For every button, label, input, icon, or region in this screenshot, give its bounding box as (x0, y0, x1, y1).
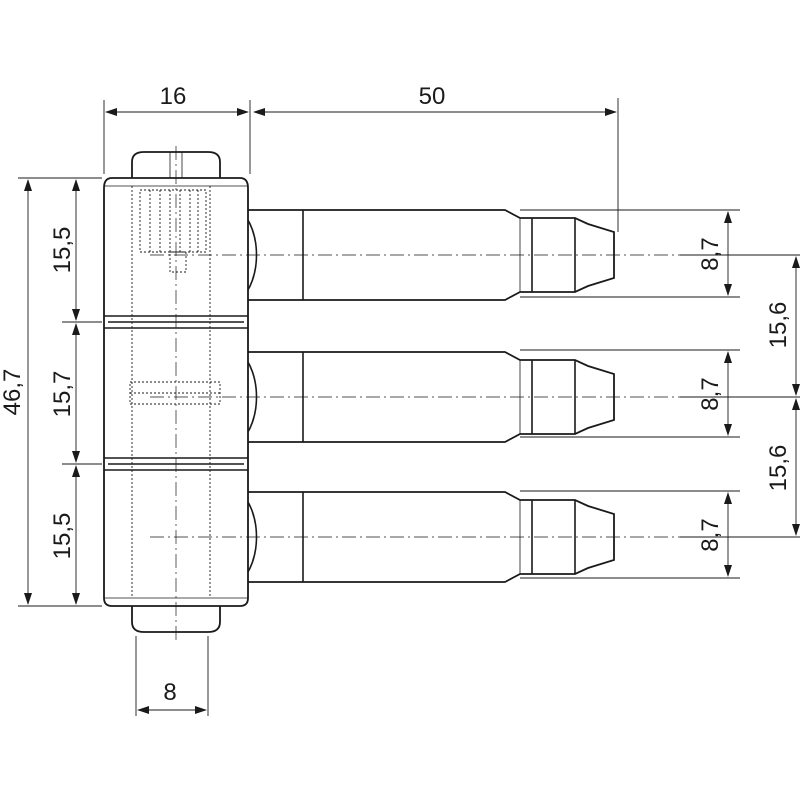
label-pin-top-dia: 8,7 (697, 237, 724, 270)
label-segment-bottom: 15,5 (49, 513, 76, 560)
label-core-width: 8 (163, 679, 176, 706)
dim-pin-pitch: 15,6 15,6 (680, 254, 800, 538)
label-pin-pitch-upper: 15,6 (765, 302, 792, 349)
dim-total-height: 46,7 (0, 177, 102, 607)
dim-segments: 15,5 15,7 15,5 (49, 179, 102, 605)
dim-core-width: 8 (135, 636, 209, 716)
label-total-height: 46,7 (0, 369, 26, 416)
label-pin-length: 50 (419, 83, 446, 110)
label-pin-pitch-lower: 15,6 (765, 445, 792, 492)
label-segment-middle: 15,7 (49, 371, 76, 418)
dim-pin-length: 50 (253, 83, 619, 232)
label-segment-top: 15,5 (49, 227, 76, 274)
dim-pin-diameters: 8,7 8,7 8,7 (520, 209, 740, 579)
label-barrel-width: 16 (160, 83, 187, 110)
dim-barrel-width: 16 (103, 83, 251, 174)
label-pin-middle-dia: 8,7 (697, 377, 724, 410)
centre-lines (150, 146, 680, 640)
label-pin-bottom-dia: 8,7 (697, 518, 724, 551)
